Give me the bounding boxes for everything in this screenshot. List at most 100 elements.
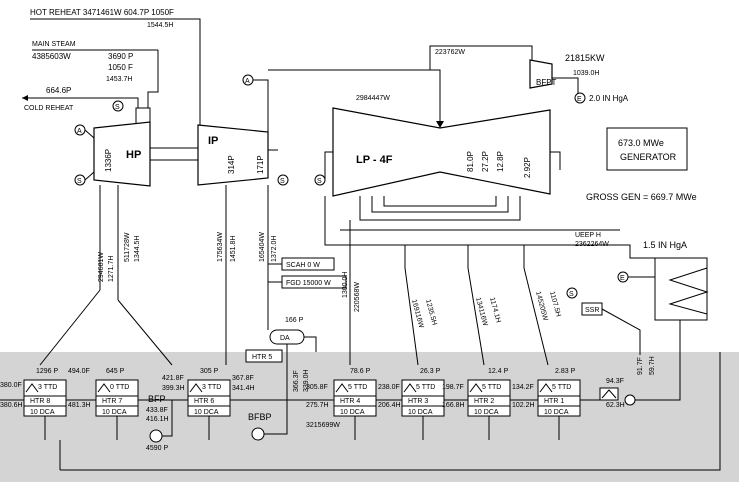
bottom-return-line	[60, 352, 721, 471]
htr7-label: HTR 7	[102, 398, 122, 405]
cold-reheat-line	[22, 97, 139, 108]
hot-reheat-enthalpy: 1544.5H	[147, 22, 173, 29]
htr4-dca: 10 DCA	[340, 409, 365, 416]
generator-box	[606, 127, 688, 171]
bfbp-pump	[251, 427, 265, 441]
fgd-label: FGD 15000 W	[286, 280, 331, 287]
deaerator-label: DA	[280, 335, 290, 342]
hp-turbine	[93, 121, 151, 187]
cold-reheat-arrow	[22, 95, 28, 101]
htr3-dca: 10 DCA	[408, 409, 433, 416]
htr8-temp-out: 494.0F	[68, 368, 90, 375]
htr7-ttd: 0 TTD	[110, 384, 129, 391]
condensate-line	[635, 352, 681, 401]
lp-turbine-label: LP - 4F	[356, 154, 393, 166]
feedwater-region-background	[0, 352, 739, 482]
htr8-label: HTR 8	[30, 398, 50, 405]
htr7-enthalpy: 481.3H	[68, 402, 91, 409]
htr6-pressure: 305 P	[200, 368, 219, 375]
marker-s-hp-label: S	[115, 104, 120, 111]
main-steam-pressure: 3690 P	[108, 52, 133, 61]
ip-turbine	[197, 124, 269, 186]
generator-label: GENERATOR	[620, 152, 677, 162]
ip-lp-crossover-arrow	[436, 121, 444, 128]
gland-cooler	[599, 387, 619, 401]
bfp-pump	[149, 429, 163, 443]
main-steam-label: MAIN STEAM	[32, 41, 76, 48]
da-pressure: 166 P	[285, 317, 304, 324]
marker-s-ssr-label: S	[569, 291, 574, 298]
bfp-pressure: 4590 P	[146, 445, 169, 452]
bfp-temperature: 433.8F	[146, 407, 168, 414]
hp-turbine-label: HP	[126, 149, 141, 161]
extraction-3-enthalpy: 1451.8H	[230, 236, 237, 262]
htr4-temp-out: 238.0F	[378, 384, 400, 391]
htr3-ttd: 5 TTD	[416, 384, 435, 391]
condenser-inlet	[620, 244, 655, 259]
htr2-label: HTR 2	[474, 398, 494, 405]
htr2-pressure: 12.4 P	[488, 368, 509, 375]
hp-pressure: 1336P	[104, 149, 113, 172]
scah-label: SCAH 0 W	[286, 262, 320, 269]
htr1-dca: 10 DCA	[544, 409, 569, 416]
lp-turbine	[332, 107, 551, 197]
extraction-7-flow: 134116W	[474, 297, 488, 328]
htr5-enthalpy: 339.0H	[303, 369, 310, 392]
htr8-dca: 10 DCA	[30, 409, 55, 416]
htr4-label: HTR 4	[340, 398, 360, 405]
htr8-ttd: 3 TTD	[38, 384, 57, 391]
cold-reheat-label: COLD REHEAT	[24, 105, 74, 112]
marker-s-hp	[112, 100, 124, 112]
ip-pressure-1: 314P	[227, 155, 236, 174]
da-outlet	[304, 336, 317, 352]
extraction-line-8	[523, 245, 549, 366]
bfpt-label: BFPT	[536, 78, 557, 87]
condenser-pressure: 1.5 IN HgA	[643, 240, 687, 250]
drain-enthalpy: 59.7H	[649, 356, 656, 375]
marker-a-ip-label: A	[245, 78, 250, 85]
bfpt-power: 21815KW	[565, 53, 605, 63]
htr6-ttd: 3 TTD	[202, 384, 221, 391]
htr4-zigzag	[335, 383, 349, 393]
htr1-temp-out: 94.3F	[606, 378, 624, 385]
htr2-dca: 10 DCA	[474, 409, 499, 416]
ip-crossover-line	[253, 79, 269, 132]
htr2-temp-out: 134.2F	[512, 384, 534, 391]
marker-s-ssr	[566, 287, 578, 299]
hp-gland-a	[84, 129, 95, 139]
marker-s-lp-label: S	[317, 178, 322, 185]
htr3-pressure: 26.3 P	[420, 368, 441, 375]
generator-mwe: 673.0 MWe	[618, 138, 664, 148]
gland-cooler-zigzag	[601, 389, 617, 399]
htr6-dca: 10 DCA	[194, 409, 219, 416]
bfpt-flow: 223762W	[435, 49, 465, 56]
extraction-1-flow: 294681W	[98, 252, 105, 282]
htr8-pressure: 1296 P	[36, 368, 59, 375]
htr8-temp-in: 380.0F	[0, 382, 22, 389]
bfpt-supply-line	[429, 45, 533, 70]
ssr-line	[601, 308, 641, 355]
bfp-line	[162, 400, 173, 437]
extraction-2-enthalpy: 1344.5H	[134, 236, 141, 262]
htr1-pressure: 2.83 P	[555, 368, 576, 375]
main-steam-flow: 4385603W	[32, 52, 71, 61]
htr3-enthalpy-out: 166.8H	[442, 402, 465, 409]
ueep-flow: 2362264W	[575, 241, 609, 248]
htr5-label: HTR 5	[252, 354, 272, 361]
extraction-to-htr8	[39, 289, 101, 366]
htr8-zigzag	[25, 383, 39, 393]
htr4-ttd: 5 TTD	[348, 384, 367, 391]
htr6-temp-in: 421.8F	[162, 375, 184, 382]
htr1-enthalpy-out: 62.3H	[606, 402, 625, 409]
main-steam-line-v	[147, 50, 159, 108]
htr7-dca: 10 DCA	[102, 409, 127, 416]
hot-reheat-line	[30, 18, 201, 125]
htr4-enthalpy-out: 206.4H	[378, 402, 401, 409]
bfpt-enthalpy: 1039.0H	[573, 70, 599, 77]
htr5-box	[245, 349, 283, 363]
htr6-zigzag	[189, 383, 203, 393]
main-steam-temp: 1050 F	[108, 63, 133, 72]
htr7-box	[95, 379, 139, 417]
